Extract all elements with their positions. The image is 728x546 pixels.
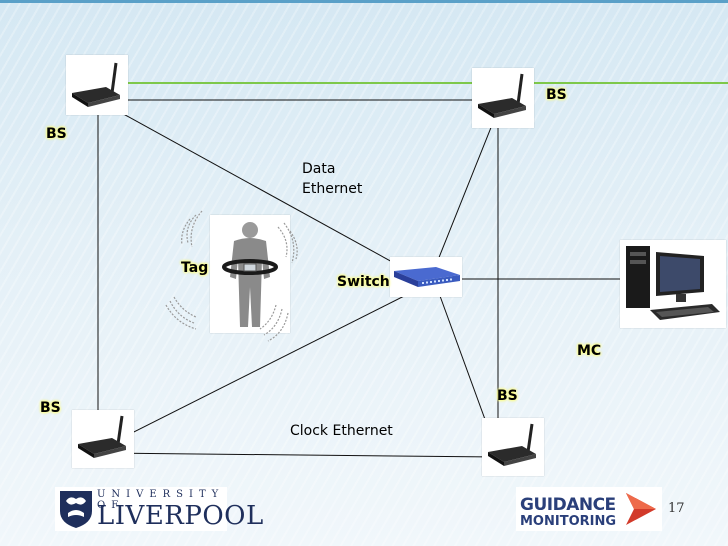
base-station-bottom-left bbox=[72, 410, 134, 468]
monitoring-text: MONITORING bbox=[520, 514, 617, 529]
main-computer bbox=[620, 240, 726, 328]
switch-icon bbox=[394, 267, 460, 287]
wireless-router-icon bbox=[488, 423, 536, 466]
label-clock-ethernet: Clock Ethernet bbox=[290, 423, 393, 439]
crest-icon bbox=[60, 491, 92, 528]
label-mc: MC bbox=[577, 343, 602, 359]
data-ethernet-link-tl bbox=[97, 99, 426, 281]
university-of-liverpool-logo: UNIVERSITY OF LIVERPOOL bbox=[55, 487, 263, 531]
top-accent-bar bbox=[0, 0, 728, 3]
wireless-router-icon bbox=[72, 62, 120, 107]
red-arrow-icon bbox=[626, 493, 656, 525]
base-station-top-left bbox=[66, 55, 128, 115]
network-switch bbox=[390, 257, 462, 297]
person-silhouette-icon bbox=[222, 222, 278, 327]
guidance-monitoring-logo: GUIDANCE MONITORING bbox=[516, 487, 662, 531]
wireless-router-icon bbox=[78, 415, 126, 458]
signal-waves bbox=[165, 210, 298, 342]
label-bs-bottom-left: BS bbox=[40, 400, 61, 416]
label-bs-bottom-right: BS bbox=[497, 388, 518, 404]
liverpool-text: LIVERPOOL bbox=[97, 501, 264, 531]
guidance-text: GUIDANCE bbox=[520, 495, 616, 515]
base-station-bottom-right bbox=[482, 418, 544, 476]
link-bottom bbox=[97, 452, 499, 458]
label-tag: Tag bbox=[181, 260, 209, 276]
university-of-text: UNIVERSITY OF bbox=[97, 489, 225, 511]
data-ethernet-link-bl bbox=[97, 282, 431, 451]
label-data-ethernet-line2: Ethernet bbox=[302, 181, 363, 197]
label-bs-top-right: BS bbox=[546, 87, 567, 103]
data-ethernet-link-tr bbox=[429, 109, 499, 281]
desktop-computer-icon bbox=[626, 246, 720, 320]
label-switch: Switch bbox=[337, 274, 390, 290]
label-data-ethernet-line1: Data bbox=[302, 161, 336, 177]
label-bs-top-left: BS bbox=[46, 126, 67, 142]
base-station-top-right bbox=[472, 68, 534, 128]
page-number: 17 bbox=[668, 501, 685, 516]
person-with-tag bbox=[210, 215, 290, 333]
wireless-router-icon bbox=[478, 73, 526, 118]
